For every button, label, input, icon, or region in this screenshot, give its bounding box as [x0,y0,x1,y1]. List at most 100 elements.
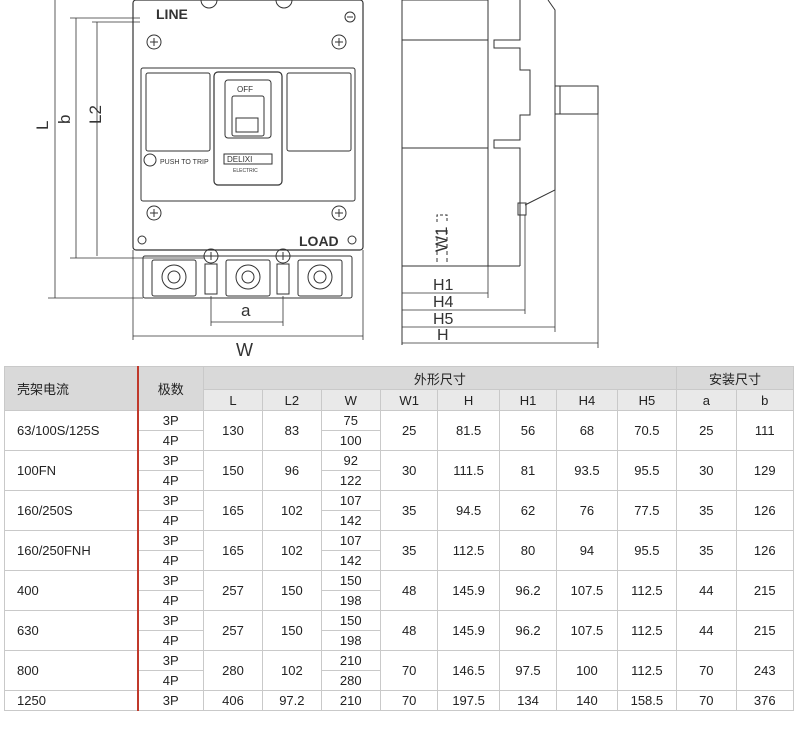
dim-cell-l2: 96 [262,450,322,491]
handle-housing [213,71,283,186]
handle-window [224,79,272,139]
dim-cell-h4: 107.5 [556,570,618,611]
side-view [401,0,599,348]
frame-current-cell: 1250 [3,690,139,711]
dim-cell-h5: 77.5 [616,490,678,531]
poles-cell: 3P [136,490,204,511]
dim-cell-b: 129 [735,450,795,491]
dim-cell-w: 107 [320,490,381,511]
dim-cell-l2: 102 [262,650,322,691]
dim-cell-w1: 35 [379,530,439,571]
cover-screws [137,11,357,245]
poles-cell: 3P [136,650,204,671]
dim-cell-h1: 56 [498,410,558,451]
poles-cell: 3P [136,450,204,471]
dim-cell-w1: 35 [379,490,439,531]
handle-slot [235,117,259,133]
column-header-w1: W1 [379,389,439,411]
poles-cell: 4P [136,590,204,611]
handle-lever [231,95,265,137]
dim-cell-b: 126 [735,530,795,571]
header-frame-current: 壳架电流 [3,366,139,411]
right-window [286,72,352,152]
load-label: LOAD [299,233,339,249]
frame-current-cell: 630 [3,610,139,651]
dim-cell-h: 197.5 [437,690,500,711]
dim-cell-w: 280 [320,670,381,691]
dim-label-W: W [236,340,253,360]
dim-cell-l2: 102 [262,530,322,571]
dim-cell-l: 257 [202,610,264,651]
dim-cell-h: 111.5 [437,450,500,491]
poles-cell: 4P [136,430,204,451]
dim-cell-a: 25 [676,410,737,451]
dim-cell-h5: 95.5 [616,530,678,571]
column-header-h1: H1 [498,389,558,411]
dim-label-H1: H1 [433,277,454,294]
dim-cell-h: 112.5 [437,530,500,571]
poles-cell: 4P [136,670,204,691]
dim-cell-w: 142 [320,550,381,571]
dim-cell-h5: 95.5 [616,450,678,491]
column-header-h4: H4 [556,389,618,411]
dim-cell-h: 81.5 [437,410,500,451]
column-header-h5: H5 [616,389,678,411]
brand-label: DELIXI [227,155,252,164]
breaker-body-outline [132,0,364,251]
dim-cell-h4: 76 [556,490,618,531]
dim-cell-l: 165 [202,490,264,531]
side-clip [517,202,527,216]
dim-cell-h5: 158.5 [616,690,678,711]
frame-current-cell: 160/250FNH [3,530,139,571]
dim-cell-b: 376 [735,690,795,711]
dim-cell-l2: 83 [262,410,322,451]
top-terminal-screws [200,0,293,9]
dimension-drawing: LINE LOAD PUSH TO TRIP OFF DELIXI ELECTR… [33,0,599,360]
dim-cell-l2: 150 [262,610,322,651]
dim-cell-b: 215 [735,610,795,651]
dim-cell-h1: 81 [498,450,558,491]
frame-current-cell: 400 [3,570,139,611]
switch-off-label: OFF [237,85,253,94]
side-dimension-lines [402,114,599,348]
dim-cell-a: 35 [676,490,737,531]
dim-cell-w: 107 [320,530,381,551]
dim-cell-w1: 25 [379,410,439,451]
table-row: 4P 280 [5,670,794,691]
dim-cell-h5: 112.5 [616,610,678,651]
poles-cell: 3P [136,530,204,551]
header-poles: 极数 [136,366,204,411]
poles-cell: 3P [136,570,204,591]
dim-cell-h4: 93.5 [556,450,618,491]
dim-cell-a: 44 [676,570,737,611]
dim-cell-w1: 70 [379,690,439,711]
dim-cell-w: 122 [320,470,381,491]
dim-cell-w1: 48 [379,570,439,611]
header-outline-dims: 外形尺寸 [202,366,678,390]
dim-label-H4: H4 [433,294,454,311]
dim-cell-h1: 96.2 [498,610,558,651]
bottom-terminals [151,248,343,297]
dim-cell-h1: 134 [498,690,558,711]
dim-cell-b: 126 [735,490,795,531]
frame-current-cell: 160/250S [3,490,139,531]
dim-cell-l: 257 [202,570,264,611]
header-mount-dims: 安装尺寸 [676,366,794,390]
dim-cell-l: 150 [202,450,264,491]
dim-cell-a: 44 [676,610,737,651]
dim-cell-h: 146.5 [437,650,500,691]
front-dimension-lines [48,0,364,340]
dim-cell-h5: 112.5 [616,650,678,691]
dim-cell-h: 94.5 [437,490,500,531]
